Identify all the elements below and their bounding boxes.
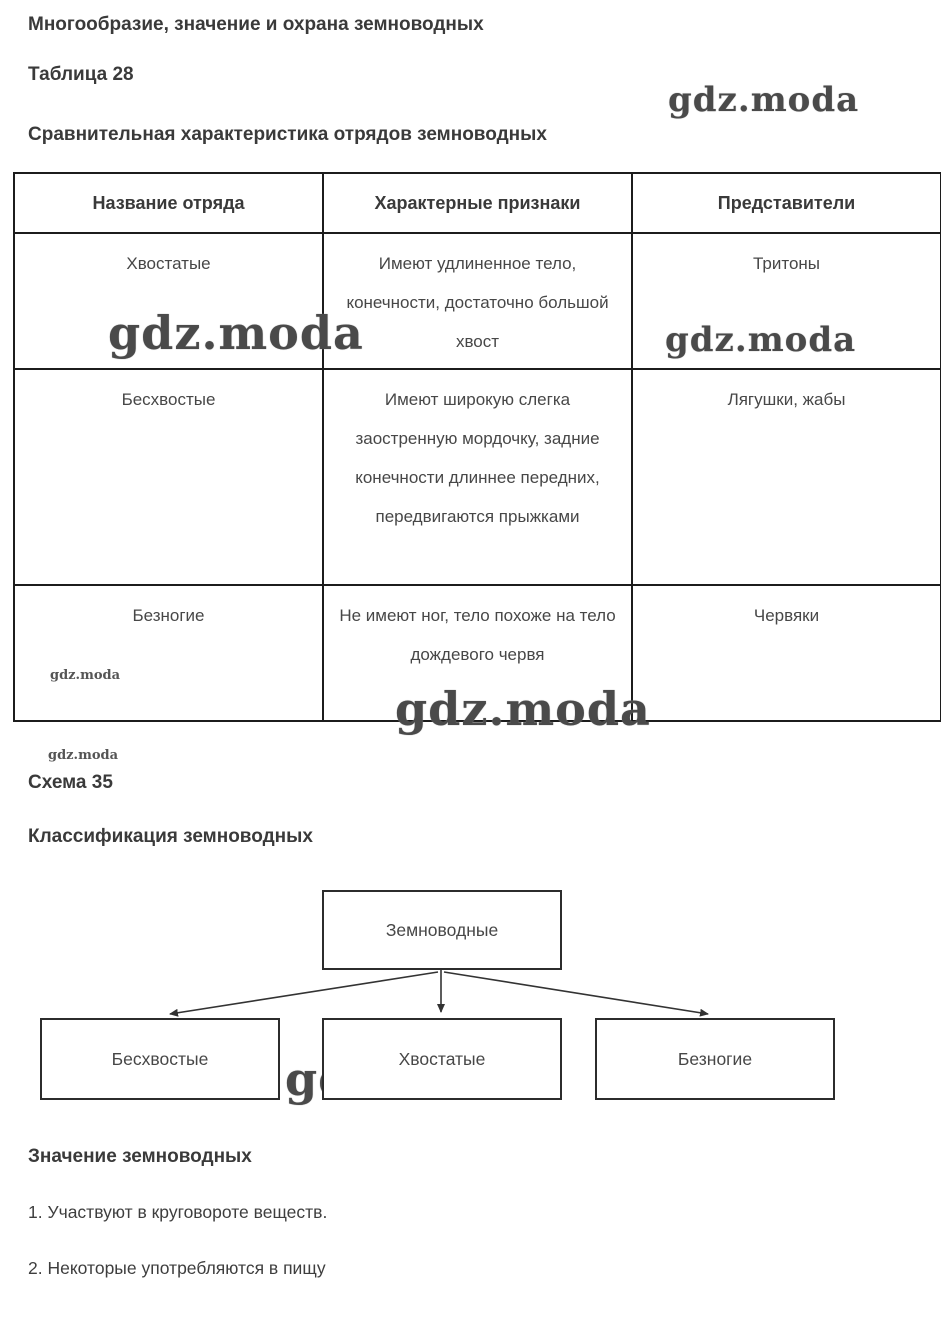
cell-features: Не имеют ног, тело похоже на тело дождев… <box>322 584 633 722</box>
table-header-row: Название отряда Характерные признаки Пре… <box>13 172 941 234</box>
cell-order-name: Бесхвостые <box>13 368 324 586</box>
table-row: Хвостатые Имеют удлиненное тело, конечно… <box>13 232 941 370</box>
diagram-node-child: Хвостатые <box>322 1018 562 1100</box>
scheme-label: Схема 35 <box>28 772 113 793</box>
diagram-node-child: Безногие <box>595 1018 835 1100</box>
classification-diagram: Земноводные Бесхвостые Хвостатые Безноги… <box>0 888 941 1118</box>
diagram-node-root: Земноводные <box>322 890 562 970</box>
significance-item: 2. Некоторые употребляются в пищу <box>28 1258 326 1278</box>
column-header-order-name: Название отряда <box>13 172 324 234</box>
column-header-features: Характерные признаки <box>322 172 633 234</box>
page-title: Многообразие, значение и охрана земновод… <box>28 14 484 35</box>
table-title: Сравнительная характеристика отрядов зем… <box>28 124 547 145</box>
watermark-gdz-moda: gdz.moda <box>668 80 860 120</box>
cell-representatives: Лягушки, жабы <box>631 368 941 586</box>
cell-order-name: Хвостатые <box>13 232 324 370</box>
comparison-table: Название отряда Характерные признаки Пре… <box>13 172 941 722</box>
watermark-gdz-moda: gdz.moda <box>48 748 119 763</box>
diagram-arrows <box>169 970 709 1017</box>
significance-item: 1. Участвуют в круговороте веществ. <box>28 1202 328 1222</box>
table-row: Безногие Не имеют ног, тело похоже на те… <box>13 584 941 722</box>
diagram-node-child: Бесхвостые <box>40 1018 280 1100</box>
cell-features: Имеют широкую слегка заостренную мордочк… <box>322 368 633 586</box>
cell-order-name: Безногие <box>13 584 324 722</box>
table-row: Бесхвостые Имеют широкую слегка заострен… <box>13 368 941 586</box>
significance-title: Значение земноводных <box>28 1146 252 1167</box>
cell-representatives: Червяки <box>631 584 941 722</box>
column-header-representatives: Представители <box>631 172 941 234</box>
cell-features: Имеют удлиненное тело, конечности, доста… <box>322 232 633 370</box>
table-label: Таблица 28 <box>28 64 134 85</box>
cell-representatives: Тритоны <box>631 232 941 370</box>
scheme-title: Классификация земноводных <box>28 826 313 847</box>
